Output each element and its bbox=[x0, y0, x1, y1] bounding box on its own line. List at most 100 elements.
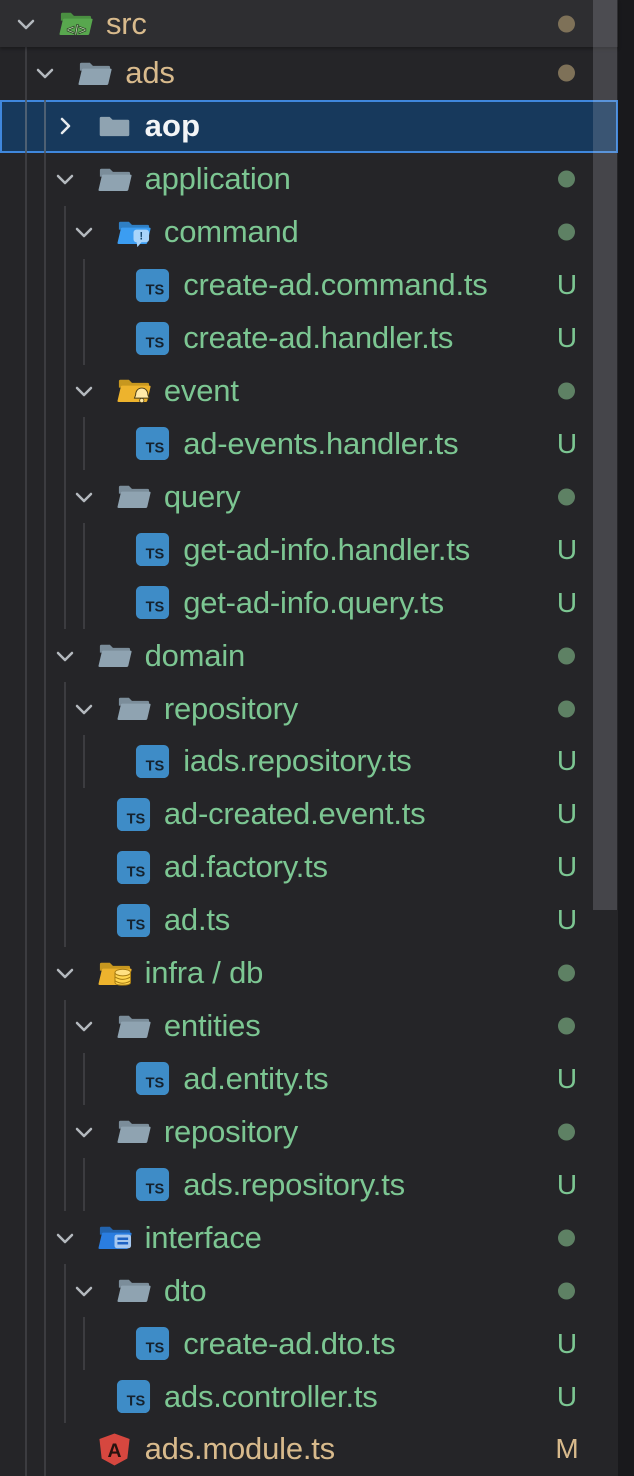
indent-guide bbox=[25, 893, 27, 947]
git-status-badge: U bbox=[556, 586, 578, 618]
indent-guide bbox=[25, 1422, 27, 1476]
typescript-file-icon: TS bbox=[116, 797, 151, 832]
indent-guide bbox=[25, 999, 27, 1053]
chevron-down-icon[interactable] bbox=[25, 60, 65, 86]
row-label: repository bbox=[163, 690, 299, 726]
folder-open-icon bbox=[116, 479, 151, 514]
tree-row-get-ad-info-query-ts[interactable]: TS get-ad-info.query.ts U bbox=[0, 576, 618, 630]
tree-row-repository[interactable]: repository bbox=[0, 1105, 618, 1159]
indent-guide bbox=[44, 1264, 47, 1318]
tree-row-aop[interactable]: aop bbox=[0, 99, 618, 153]
git-status-badge: U bbox=[556, 427, 578, 459]
chevron-down-icon[interactable] bbox=[64, 378, 104, 404]
git-change-dot bbox=[558, 700, 575, 718]
git-change-dot bbox=[558, 223, 575, 241]
chevron-down-icon[interactable] bbox=[64, 1119, 104, 1145]
indent-guide bbox=[63, 840, 66, 894]
tree-row-domain[interactable]: domain bbox=[0, 629, 618, 683]
typescript-file-icon: TS bbox=[135, 585, 170, 620]
git-status-badge: U bbox=[556, 322, 578, 354]
chevron-down-icon[interactable] bbox=[64, 219, 104, 245]
git-change-dot bbox=[558, 170, 575, 188]
indent-guide bbox=[63, 787, 66, 841]
indent-guide bbox=[63, 523, 66, 577]
tree-row-event[interactable]: event bbox=[0, 364, 618, 418]
indent-guide bbox=[82, 523, 85, 577]
tree-row-src[interactable]: </>src bbox=[0, 0, 618, 47]
indent-guide bbox=[63, 364, 66, 418]
indent-guide bbox=[25, 1211, 27, 1265]
indent-guide bbox=[25, 1052, 27, 1106]
vertical-scrollbar-thumb[interactable] bbox=[593, 0, 617, 910]
indent-guide bbox=[82, 258, 85, 312]
git-status-badge: U bbox=[556, 1327, 578, 1359]
row-label: infra / db bbox=[144, 955, 264, 991]
tree-row-infra-db[interactable]: infra / db bbox=[0, 946, 618, 1000]
indent-guide bbox=[44, 1370, 47, 1423]
svg-text:!: ! bbox=[139, 230, 143, 242]
row-label: get-ad-info.handler.ts bbox=[183, 531, 471, 567]
tree-row-dto[interactable]: dto bbox=[0, 1264, 618, 1318]
folder-closed-icon bbox=[97, 109, 132, 144]
tree-row-entities[interactable]: entities bbox=[0, 999, 618, 1053]
typescript-file-icon: TS bbox=[116, 1379, 151, 1414]
svg-text:TS: TS bbox=[146, 282, 165, 298]
indent-guide bbox=[44, 1422, 47, 1476]
git-status-badge: M bbox=[555, 1433, 579, 1465]
typescript-file-icon: TS bbox=[135, 321, 170, 356]
row-label: src bbox=[106, 5, 147, 41]
row-label: get-ad-info.query.ts bbox=[183, 584, 444, 620]
indent-guide bbox=[25, 258, 27, 312]
svg-text:TS: TS bbox=[146, 1182, 165, 1198]
indent-guide bbox=[63, 999, 66, 1053]
chevron-down-icon[interactable] bbox=[64, 1013, 104, 1039]
svg-text:TS: TS bbox=[146, 600, 165, 616]
chevron-down-icon[interactable] bbox=[45, 166, 85, 192]
tree-row-repository[interactable]: repository bbox=[0, 682, 618, 735]
git-status-badge: U bbox=[556, 1380, 578, 1412]
row-label: ad.factory.ts bbox=[163, 849, 328, 885]
folder-open-icon bbox=[116, 1009, 151, 1044]
svg-text:TS: TS bbox=[146, 335, 165, 351]
row-label: ads.module.ts bbox=[144, 1431, 336, 1467]
indent-guide bbox=[44, 1317, 47, 1371]
folder-command-icon: ! bbox=[116, 215, 151, 250]
tree-row-query[interactable]: query bbox=[0, 470, 618, 524]
git-status-badge: U bbox=[556, 1062, 578, 1094]
chevron-down-icon[interactable] bbox=[64, 1278, 104, 1304]
indent-guide bbox=[44, 1052, 47, 1106]
chevron-down-icon[interactable] bbox=[45, 1225, 85, 1251]
indent-guide bbox=[25, 364, 27, 418]
indent-guide bbox=[82, 1317, 85, 1371]
chevron-down-icon[interactable] bbox=[64, 696, 104, 722]
tree-row-ads[interactable]: ads bbox=[0, 47, 618, 100]
svg-text:TS: TS bbox=[127, 812, 146, 828]
tree-row-command[interactable]: ! command bbox=[0, 205, 618, 259]
chevron-right-icon[interactable] bbox=[45, 113, 85, 139]
indent-guide bbox=[63, 734, 66, 788]
git-status-badge: U bbox=[556, 798, 578, 830]
row-label: command bbox=[163, 214, 299, 250]
tree-row-interface[interactable]: interface bbox=[0, 1211, 618, 1265]
chevron-down-icon[interactable] bbox=[45, 960, 85, 986]
chevron-down-icon[interactable] bbox=[64, 484, 104, 510]
chevron-down-icon[interactable] bbox=[6, 11, 46, 37]
chevron-down-icon[interactable] bbox=[45, 643, 85, 669]
typescript-file-icon: TS bbox=[135, 744, 170, 779]
tree-row-application[interactable]: application bbox=[0, 152, 618, 206]
row-label: domain bbox=[144, 637, 246, 673]
indent-guide bbox=[25, 576, 27, 630]
